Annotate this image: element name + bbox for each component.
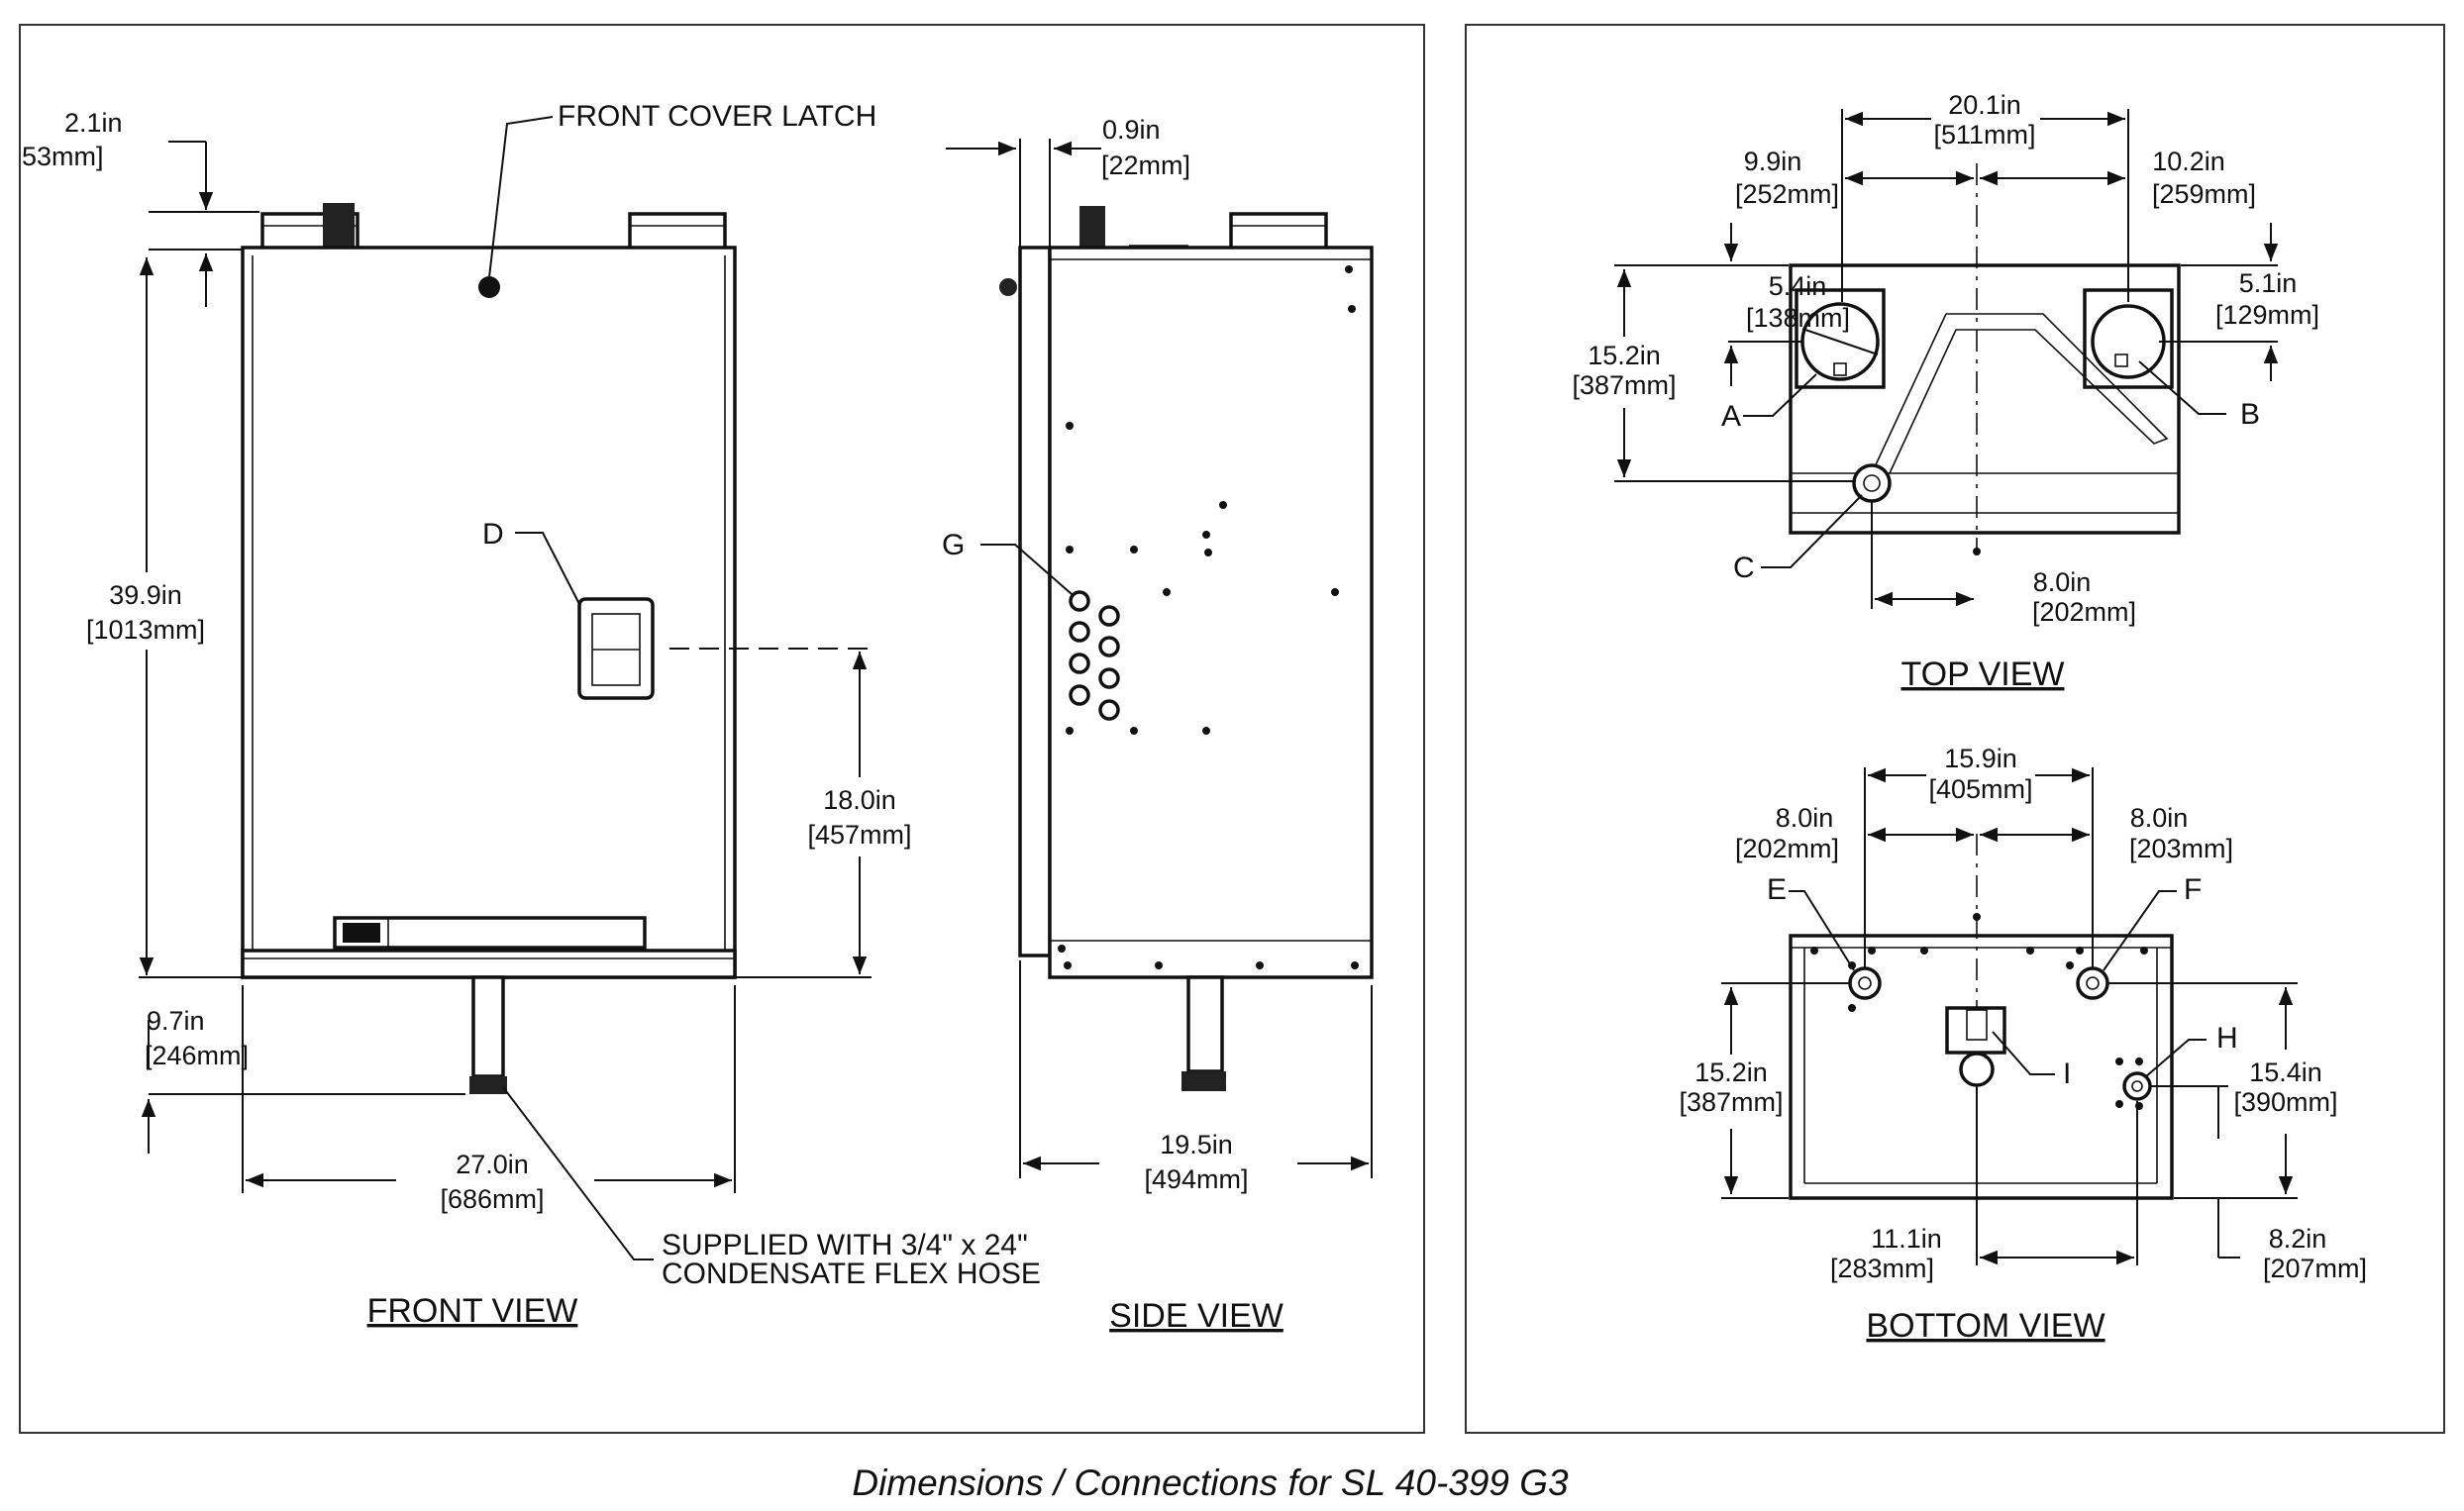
dim-front-top-in: 2.1in	[64, 108, 123, 138]
side-gas-valve	[1079, 206, 1105, 249]
right-panel-frame	[1465, 24, 2445, 1434]
left-panel-frame	[19, 24, 1425, 1434]
label-i: I	[2063, 1058, 2071, 1090]
bottom-fasteners	[1810, 947, 2148, 1110]
front-right-collar	[628, 212, 727, 251]
label-c: C	[1733, 552, 1755, 584]
figure-caption: Dimensions / Connections for SL 40-399 G…	[852, 1462, 1569, 1503]
dim-top-depth-mm: [387mm]	[1572, 370, 1676, 400]
dim-bot-e-mm: [202mm]	[1735, 834, 1839, 863]
dim-top-a-x-mm: [252mm]	[1735, 179, 1839, 209]
dim-side-width-mm: [494mm]	[1144, 1164, 1248, 1194]
front-cabinet	[241, 246, 737, 979]
dim-bot-i-in: 11.1in	[1871, 1224, 1942, 1254]
dim-front-top-mm: 53mm]	[22, 142, 104, 171]
dim-side-top-mm: [22mm]	[1101, 151, 1190, 180]
bottom-view-title: BOTTOM VIEW	[1866, 1307, 2105, 1345]
top-gas-c	[1852, 463, 1892, 503]
label-f: F	[2184, 873, 2202, 906]
dim-bot-f-in: 8.0in	[2130, 803, 2189, 833]
top-view: A B C 20.1in [511mm] 9.9in [252mm] 10.2i…	[1572, 90, 2319, 693]
dim-front-d-in: 18.0in	[823, 785, 896, 815]
side-front-cover	[1018, 246, 1052, 957]
dim-bot-e-in: 8.0in	[1776, 803, 1834, 833]
dim-bot-span-mm: [405mm]	[1928, 774, 2032, 804]
front-view-title: FRONT VIEW	[367, 1292, 578, 1330]
dim-side-top-in: 0.9in	[1102, 115, 1161, 145]
dim-bot-h-in: 8.2in	[2269, 1224, 2327, 1254]
dim-bot-e-y-in: 15.2in	[1694, 1058, 1768, 1087]
side-cabinet	[1048, 246, 1374, 979]
dim-top-b-y-in: 5.1in	[2239, 268, 2298, 298]
side-view: G 0.9in [22mm] 19.5in [494mm] SIDE VIEW	[942, 115, 1374, 1335]
top-intake-b	[2091, 304, 2166, 379]
dim-bot-e-y-mm: [387mm]	[1679, 1087, 1783, 1117]
dim-top-a-x-in: 9.9in	[1744, 147, 1802, 176]
dim-bot-h-y-in: 15.4in	[2249, 1058, 2322, 1087]
label-g: G	[942, 529, 965, 561]
top-view-title: TOP VIEW	[1900, 655, 2064, 693]
dim-front-hose-mm: [246mm]	[145, 1041, 249, 1070]
bottom-e-connection	[1848, 966, 1882, 1000]
dim-top-span-in: 20.1in	[1948, 90, 2021, 120]
side-g-connections	[1069, 590, 1120, 721]
label-b: B	[2240, 398, 2260, 431]
dim-front-width-in: 27.0in	[456, 1150, 529, 1179]
dim-top-depth-in: 15.2in	[1588, 341, 1661, 370]
dim-top-b-y-mm: [129mm]	[2215, 300, 2319, 330]
dim-top-a-y-in: 5.4in	[1769, 271, 1827, 301]
dim-side-width-in: 19.5in	[1160, 1130, 1233, 1159]
dim-top-c-in: 8.0in	[2033, 567, 2092, 597]
dim-bot-f-mm: [203mm]	[2129, 834, 2233, 863]
label-e: E	[1767, 873, 1787, 906]
dim-front-width-mm: [686mm]	[440, 1184, 544, 1214]
dim-top-a-y-mm: [138mm]	[1746, 303, 1850, 333]
dim-top-b-x-in: 10.2in	[2152, 147, 2225, 176]
dim-front-d-mm: [457mm]	[807, 820, 911, 850]
bottom-f-connection	[2076, 966, 2109, 1000]
front-cover-latch-label: FRONT COVER LATCH	[558, 100, 876, 133]
bottom-view: E F H I 15.9in [405mm] 8.0in [202mm] 8.0…	[1679, 744, 2367, 1345]
dim-front-hose-in: 9.7in	[147, 1006, 205, 1036]
hose-note-line1: SUPPLIED WITH 3/4" x 24"	[662, 1229, 1028, 1261]
side-panel-fasteners	[1058, 265, 1359, 969]
dim-top-span-mm: [511mm]	[1933, 120, 2035, 150]
front-cover-latch-dot	[478, 276, 500, 298]
dim-front-height-in: 39.9in	[109, 580, 182, 610]
dim-top-c-mm: [202mm]	[2032, 597, 2136, 627]
side-condensate-hose	[1186, 975, 1224, 1073]
dim-bot-h-mm: [207mm]	[2263, 1254, 2367, 1283]
dim-bot-span-in: 15.9in	[1944, 744, 2017, 773]
front-gas-valve	[323, 203, 355, 249]
side-vent-collar	[1229, 212, 1328, 251]
front-view: FRONT COVER LATCH D SUPPLIED WITH 3/4" x…	[22, 100, 1041, 1330]
front-bottom-plate	[333, 916, 647, 950]
hose-note-line2: CONDENSATE FLEX HOSE	[662, 1258, 1041, 1290]
dim-bot-i-mm: [283mm]	[1830, 1254, 1934, 1283]
label-h: H	[2216, 1022, 2238, 1055]
label-a: A	[1721, 400, 1741, 433]
dim-top-b-x-mm: [259mm]	[2152, 179, 2256, 209]
dim-bot-h-y-mm: [390mm]	[2233, 1087, 2337, 1117]
dim-front-height-mm: [1013mm]	[86, 615, 205, 645]
bottom-h-connection	[2122, 1071, 2152, 1101]
bottom-i-connection-bracket	[1945, 1006, 2006, 1055]
side-view-title: SIDE VIEW	[1109, 1297, 1283, 1335]
bottom-i-connection	[1959, 1052, 1995, 1087]
front-condensate-hose	[471, 975, 505, 1078]
display-d	[577, 597, 655, 700]
label-d: D	[482, 518, 504, 551]
